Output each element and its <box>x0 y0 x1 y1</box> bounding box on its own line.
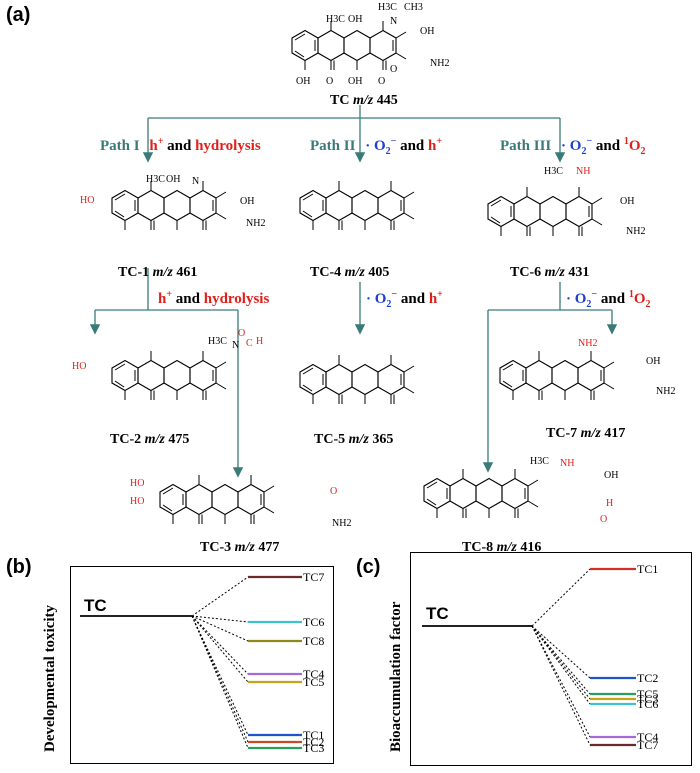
atom-label: NH2 <box>626 226 646 237</box>
atom-label: HO <box>80 195 95 206</box>
atom-label: NH <box>560 458 575 469</box>
atom-label: O <box>238 328 246 339</box>
atom-label: OH <box>348 76 363 87</box>
caption-tc4: TC-4 m/z 405 <box>310 265 390 280</box>
atom-label: OH <box>296 76 311 87</box>
atom-label: CH3 <box>404 2 423 13</box>
structure-tc4 <box>299 180 415 231</box>
caption-tc2: TC-2 m/z 475 <box>110 432 190 447</box>
structure-tc2 <box>111 350 227 401</box>
panel-b-frame <box>70 566 334 764</box>
structure-tc3 <box>159 474 275 525</box>
step2-path3-label: · O2− and 1O2 <box>566 289 651 310</box>
structure-tc6 <box>487 186 603 237</box>
caption-tc: TC m/z 445 <box>330 93 398 108</box>
atom-label: OH <box>620 196 635 207</box>
atom-label: HO <box>130 496 145 507</box>
path-1-label: Path I h+ and hydrolysis <box>100 136 261 154</box>
atom-label: NH2 <box>578 338 598 349</box>
atom-label: OH <box>604 470 619 481</box>
caption-tc5: TC-5 m/z 365 <box>314 432 394 447</box>
atom-label: OH <box>166 174 181 185</box>
panel-c-ylabel: Bioaccumulation factor <box>388 601 404 752</box>
atom-label: C <box>246 338 253 349</box>
caption-tc7: TC-7 m/z 417 <box>546 426 626 441</box>
panel-c-frame <box>410 552 692 766</box>
atom-label: O <box>390 64 398 75</box>
path-3-label: Path III · O2− and 1O2 <box>500 136 646 157</box>
atom-label: H <box>606 498 614 509</box>
atom-label: N <box>192 176 200 187</box>
atom-label: N <box>232 340 240 351</box>
atom-label: H3C <box>208 336 227 347</box>
caption-tc1: TC-1 m/z 461 <box>118 265 198 280</box>
caption-tc6: TC-6 m/z 431 <box>510 265 590 280</box>
atom-label: NH2 <box>246 218 266 229</box>
atom-label: O <box>378 76 386 87</box>
atom-label: HO <box>130 478 145 489</box>
atom-label: N <box>390 16 398 27</box>
atom-label: O <box>330 486 338 497</box>
atom-label: H3C <box>326 14 345 25</box>
caption-tc3: TC-3 m/z 477 <box>200 540 280 555</box>
atom-label: H3C <box>146 174 165 185</box>
panel-b-parent-label: TC <box>84 596 107 615</box>
path-2-label: Path II · O2− and h+ <box>310 136 443 157</box>
atom-label: H <box>256 336 264 347</box>
panel-c-parent-label: TC <box>426 604 449 623</box>
structure-tc8 <box>423 468 539 519</box>
structure-tc <box>291 20 407 71</box>
caption-tc8: TC-8 m/z 416 <box>462 540 542 555</box>
atom-label: O <box>326 76 334 87</box>
structure-tc1 <box>111 180 227 231</box>
structure-tc5 <box>299 354 415 405</box>
atom-label: OH <box>348 14 363 25</box>
atom-label: HO <box>72 361 87 372</box>
structure-tc7 <box>499 350 615 401</box>
atom-label: OH <box>420 26 435 37</box>
atom-label: NH2 <box>430 58 450 69</box>
atom-label: OH <box>240 196 255 207</box>
panel-a-label: (a) <box>6 4 31 26</box>
step2-path1-label: h+ and hydrolysis <box>158 289 270 307</box>
atom-label: H3C <box>544 166 563 177</box>
atom-label: O <box>600 514 608 525</box>
atom-label: NH2 <box>656 386 676 397</box>
panel-b-ylabel: Developmental toxicity <box>42 604 58 752</box>
panel-b-label: (b) <box>6 556 32 578</box>
step2-path2-label: · O2− and h+ <box>366 289 443 310</box>
atom-label: OH <box>646 356 661 367</box>
atom-label: H3C <box>530 456 549 467</box>
atom-label: H3C <box>378 2 397 13</box>
panel-c-label: (c) <box>356 556 381 578</box>
atom-label: NH <box>576 166 591 177</box>
atom-label: NH2 <box>332 518 352 529</box>
